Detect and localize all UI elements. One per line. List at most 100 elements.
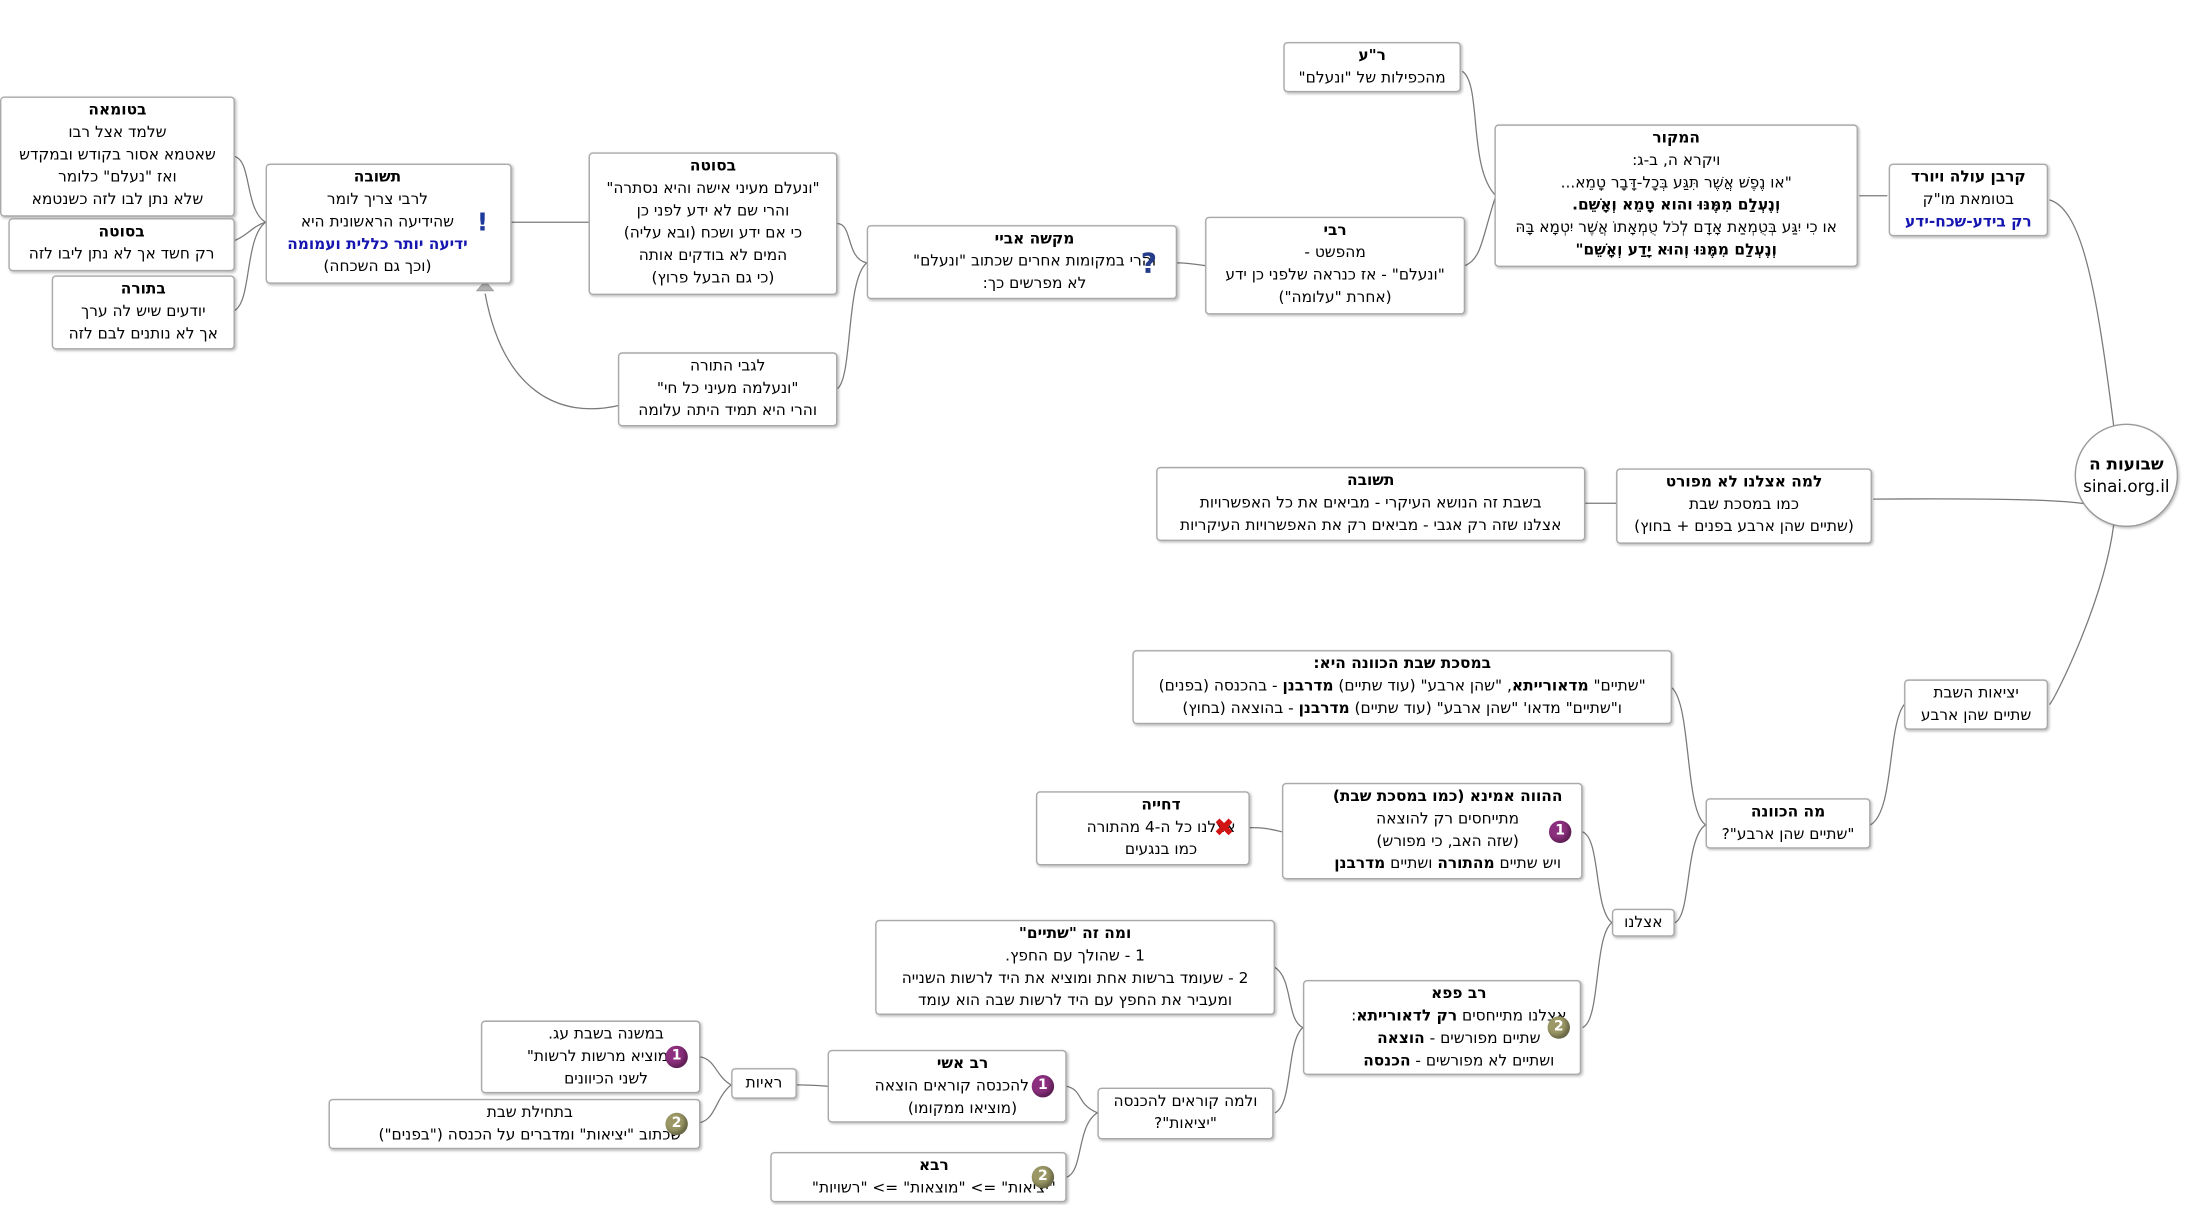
node-abaye-line3: לא מפרשים כך:: [982, 274, 1087, 293]
node-sotah-1-title: בסוטה: [689, 156, 737, 175]
node-tumah-line4: ואז "נעלם" כלומר: [58, 167, 177, 186]
node-korban[interactable]: קרבן עולה ויורד בטומאת מו"ק רק בידע-שכח-…: [1888, 163, 2049, 237]
node-havaah-line4: ויש שתיים מהתורה ושתיים מדרבנן: [1334, 854, 1562, 873]
node-source[interactable]: המקור ויקרא ה, ב-ג: "או נֶפֶשׁ אֲשֶׁר תִ…: [1494, 124, 1858, 268]
node-sotah-1-line6: (כי גם הבעל פרוץ): [651, 268, 775, 287]
node-dachiya-line2: אצלנו כל ה-4 מהתורה: [1086, 817, 1236, 837]
priority-2-icon: 2: [665, 1112, 688, 1136]
node-abaye[interactable]: מקשה אביי והרי במקומות אחרים שכתוב "ונעל…: [866, 225, 1178, 300]
cross-icon: ✖: [1213, 812, 1235, 843]
node-raayot[interactable]: ראיות: [731, 1068, 797, 1099]
node-sotah-2-line2: רק חשד אך לא נתן ליבו לזה: [28, 244, 215, 263]
node-etzlenu-label: אצלנו: [1624, 912, 1663, 932]
node-rav-ashi[interactable]: רב אשי גם להכנסה קוראים הוצאה (מוציאו ממ…: [827, 1049, 1067, 1123]
root-title: שבועות ה: [2089, 454, 2164, 474]
node-torah-2[interactable]: בתורה יודעים שיש לה ערך אך לא נותנים לבם…: [51, 275, 235, 350]
node-torah-2-line3: אך לא נותנים לבם לזה: [68, 324, 218, 343]
node-hachnasa-line1: ולמה קוראים להכנסה: [1113, 1091, 1258, 1111]
node-answer-1[interactable]: תשובה לרבי צריך לומר שהידיעה הראשונית הי…: [265, 163, 512, 284]
node-tchilat-line2: שכתוב "יציאות" ומדברים על הכנסה ("בפנים"…: [378, 1125, 682, 1144]
priority-2-icon: 2: [1547, 1016, 1570, 1039]
root-site: sinai.org.il: [2083, 476, 2170, 497]
node-answer-1-line3: שהידיעה הראשונית היא: [300, 212, 455, 231]
node-tchilat-line1: בתחילת שבת: [486, 1103, 573, 1122]
node-korban-line3: רק בידע-שכח-ידע: [1905, 212, 2032, 231]
node-why-title: למה אצלנו לא מפורט: [1665, 472, 1823, 491]
node-rava-line2: "יציאות" => "מוצאות" => "רשויות": [811, 1178, 1056, 1197]
node-source-title: המקור: [1652, 128, 1700, 147]
node-shabbat[interactable]: במסכת שבת הכוונה היא: "שתיים" מדאורייתא,…: [1132, 650, 1673, 725]
node-source-line3: "או נֶפֶשׁ אֲשֶׁר תִּגַּע בְּכָל-דָּבָר …: [1560, 173, 1792, 192]
priority-1-icon: 1: [665, 1045, 688, 1069]
node-shabbat-line3: ו"שתיים" מדאו' "שהן ארבע" (עוד שתיים) מד…: [1182, 699, 1623, 718]
node-answer-1-line4: ידיעה יותר כללית ועמומה: [287, 234, 468, 254]
node-rabbi[interactable]: רבי מהפשט - "ונעלם" - אז כנראה שלפני כן …: [1205, 216, 1466, 315]
node-mishna-line3: לשני הכיוונים: [564, 1069, 648, 1088]
node-tumah-line3: שאטמא אסור בקודש ובמקדש: [19, 145, 216, 164]
node-abaye-line2: והרי במקומות אחרים שכתוב "ונעלם": [913, 251, 1157, 270]
node-torah-2-title: בתורה: [120, 279, 166, 298]
node-meaning[interactable]: מה הכוונה "שתיים שהן ארבע"?: [1705, 798, 1871, 849]
node-rabbi-line2: מהפשט -: [1304, 243, 1366, 262]
node-source-line6: וְנֶעְלַם מִמֶּנּוּ וְהוּא יָדַע וְאָשֵׁ…: [1575, 240, 1777, 259]
node-tumah-line2: שלמד אצל רבו: [68, 123, 167, 142]
node-why-line2: כמו במסכת שבת: [1689, 494, 1800, 514]
node-hachnasa[interactable]: ולמה קוראים להכנסה "יציאות"?: [1097, 1087, 1274, 1140]
node-rava-title: רבא: [918, 1156, 949, 1175]
priority-2-icon: 2: [1031, 1165, 1055, 1189]
node-rav-ashi-line3: (מוציאו ממקומו): [907, 1098, 1018, 1118]
node-yetziot-line2: שתיים שהן ארבע: [1920, 705, 2032, 725]
node-sotah-1-line3: והרי שם לא ידע לפני כן: [636, 201, 790, 220]
node-dachiya[interactable]: דחייה אצלנו כל ה-4 מהתורה כמו בנגעים ✖: [1035, 791, 1250, 866]
node-yetziot-line1: יציאות השבת: [1933, 683, 2019, 702]
node-answer-2-title: תשובה: [1347, 471, 1395, 490]
node-korban-title: קרבן עולה ויורד: [1911, 167, 2026, 186]
node-sotah-2-title: בסוטה: [98, 222, 145, 241]
node-source-line2: ויקרא ה, ב-ג:: [1632, 150, 1721, 170]
node-tumah-line5: שלא נתן לבו לזה כשנטמא: [31, 190, 204, 209]
node-rav-papa[interactable]: רב פפא אצלנו מתייחסים רק לדאורייתא: שתיי…: [1302, 979, 1582, 1076]
node-torah-1-title: לגבי התורה: [689, 356, 766, 375]
node-answer-2-line2: בשבת זה הנושא העיקרי - מביאים את כל האפש…: [1199, 493, 1542, 512]
node-shtayim[interactable]: ומה זה "שתיים" 1 - שהולך עם החפץ. 2 - שע…: [875, 919, 1275, 1015]
node-why-line3: (שתיים שהן ארבע בפנים + בחוץ): [1634, 517, 1854, 536]
node-havaah-line3: (שזה האב, כי מפורש): [1376, 831, 1519, 850]
node-source-line4: וְנֶעְלַם מִמֶּנּוּ והוא טָמֵא וְאָשֵׁם.: [1572, 195, 1781, 214]
node-havaah-amina[interactable]: ההווה אמינא (כמו במסכת שבת) מתייחסים רק …: [1281, 782, 1583, 880]
node-rav-ashi-line2: גם להכנסה קוראים הוצאה: [874, 1076, 1051, 1095]
node-abaye-title: מקשה אביי: [994, 229, 1075, 248]
node-rabbi-title: רבי: [1323, 220, 1347, 240]
node-rava[interactable]: רבא "יציאות" => "מוצאות" => "רשויות" 2: [770, 1151, 1067, 1203]
node-mishna-line2: "המוציא מרשות לרשות": [526, 1047, 686, 1066]
node-yetziot[interactable]: יציאות השבת שתיים שהן ארבע: [1904, 679, 2049, 730]
node-sotah-1-line2: "ונעלם מעיני אישה והיא נסתרה": [606, 178, 820, 198]
node-havaah-title: ההווה אמינא (כמו במסכת שבת): [1332, 787, 1563, 806]
node-why[interactable]: למה אצלנו לא מפורט כמו במסכת שבת (שתיים …: [1616, 468, 1872, 544]
node-rabbi-line3: "ונעלם" - אז כנראה שלפני כן ידע: [1225, 265, 1445, 284]
node-answer-1-title: תשובה: [353, 167, 402, 186]
node-ra[interactable]: ר"ע מהכפילות של "ונעלם": [1283, 41, 1461, 93]
node-ra-line2: מהכפילות של "ונעלם": [1298, 68, 1446, 87]
node-tchilat-shabbat[interactable]: בתחילת שבת שכתוב "יציאות" ומדברים על הכנ…: [328, 1098, 701, 1150]
node-answer-2[interactable]: תשובה בשבת זה הנושא העיקרי - מביאים את כ…: [1156, 466, 1586, 542]
node-source-line5: או כִי יִגַּע בְּטֻמְאַת אָדָם לְכֹל טֻמ…: [1515, 218, 1837, 237]
priority-1-icon: 1: [1031, 1075, 1055, 1098]
node-korban-line2: בטומאת מו"ק: [1922, 190, 2015, 209]
node-answer-1-line5: (וכך גם השכחה): [323, 257, 432, 276]
node-torah-1-line3: והרי היא תמיד היתה עלומה: [638, 401, 818, 420]
node-shabbat-title: במסכת שבת הכוונה היא:: [1313, 654, 1491, 673]
node-sotah-1[interactable]: בסוטה "ונעלם מעיני אישה והיא נסתרה" והרי…: [588, 152, 838, 295]
node-sotah-2[interactable]: בסוטה רק חשד אך לא נתן ליבו לזה: [8, 218, 235, 272]
node-torah-1[interactable]: לגבי התורה "ונעלמה מעיני כל חי" והרי היא…: [617, 352, 838, 427]
node-mishna[interactable]: במשנה בשבת עג. "המוציא מרשות לרשות" לשני…: [480, 1020, 701, 1094]
node-shtayim-line4: ומעביר את החפץ עם היד לרשות שבה הוא עומד: [918, 991, 1233, 1010]
node-torah-1-line2: "ונעלמה מעיני כל חי": [656, 378, 799, 398]
node-sotah-1-line5: המים לא בודקים אותה: [638, 246, 788, 265]
node-etzlenu[interactable]: אצלנו: [1611, 908, 1675, 937]
root-node[interactable]: שבועות ה sinai.org.il: [2074, 423, 2179, 528]
node-tumah[interactable]: בטומאה שלמד אצל רבו שאטמא אסור בקודש ובמ…: [0, 96, 235, 217]
node-shtayim-line2: 1 - שהולך עם החפץ.: [1005, 946, 1145, 965]
